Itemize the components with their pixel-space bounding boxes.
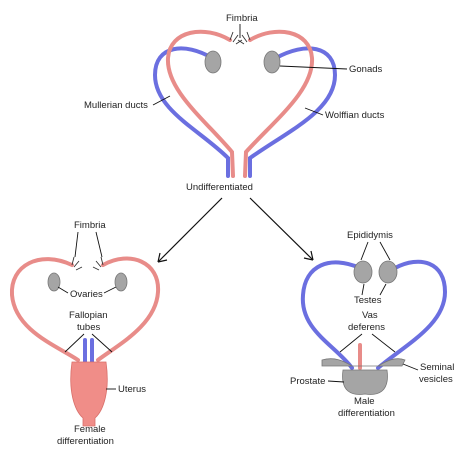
testis-right bbox=[378, 260, 398, 284]
female-labels: Fimbria Ovaries Fallopian tubes Uterus F… bbox=[57, 220, 146, 447]
fimbria-top bbox=[229, 31, 251, 45]
male-structures bbox=[300, 259, 448, 395]
gonad-right bbox=[263, 50, 281, 74]
vas-deferens-right bbox=[376, 259, 448, 370]
label-vas-line1: Vas bbox=[362, 310, 378, 321]
label-testes: Testes bbox=[354, 295, 382, 306]
wolffian-duct-left bbox=[152, 46, 230, 178]
gonad-left bbox=[204, 50, 222, 74]
female-structures bbox=[9, 256, 161, 427]
label-fimbria-top: Fimbria bbox=[226, 13, 258, 24]
mullerian-duct-left bbox=[165, 29, 235, 178]
label-fimbria-female: Fimbria bbox=[74, 220, 106, 231]
label-ovaries: Ovaries bbox=[70, 289, 103, 300]
differentiation-arrows bbox=[157, 197, 314, 263]
fallopian-tube-left bbox=[9, 257, 80, 362]
label-fallopian-line1: Fallopian bbox=[69, 310, 108, 321]
label-gonads: Gonads bbox=[349, 64, 383, 75]
seminal-vesicles bbox=[321, 358, 406, 367]
caption-female-line1: Female bbox=[74, 424, 106, 435]
arrow-to-female bbox=[157, 197, 223, 263]
ovary-right bbox=[114, 272, 128, 292]
fallopian-tube-right bbox=[96, 256, 161, 362]
label-mullerian-ducts: Mullerian ducts bbox=[84, 100, 148, 111]
caption-male-line1: Male bbox=[354, 396, 375, 407]
prostate bbox=[342, 369, 388, 395]
label-epididymis: Epididymis bbox=[347, 230, 393, 241]
label-fallopian-line2: tubes bbox=[77, 322, 100, 333]
male-labels: Epididymis Testes Vas deferens Seminal v… bbox=[290, 230, 454, 419]
mullerian-duct-right bbox=[243, 29, 315, 178]
label-undifferentiated: Undifferentiated bbox=[186, 182, 253, 193]
ovary-left bbox=[47, 272, 61, 292]
fimbria-female bbox=[71, 256, 104, 271]
label-seminal-line2: vesicles bbox=[419, 374, 453, 385]
uterus bbox=[70, 361, 108, 427]
label-prostate: Prostate bbox=[290, 376, 325, 387]
caption-male-line2: differentiation bbox=[338, 408, 395, 419]
arrow-to-male bbox=[249, 197, 314, 261]
label-wolffian-ducts: Wolffian ducts bbox=[325, 110, 385, 121]
label-seminal-line1: Seminal bbox=[420, 362, 454, 373]
caption-female-line2: differentiation bbox=[57, 436, 114, 447]
undifferentiated-labels: Fimbria Gonads Mullerian ducts Wolffian … bbox=[84, 13, 385, 193]
label-uterus: Uterus bbox=[118, 384, 146, 395]
testis-left bbox=[353, 260, 373, 284]
undifferentiated-ducts bbox=[152, 29, 338, 178]
vas-deferens-left bbox=[300, 260, 362, 370]
wolffian-duct-right bbox=[248, 46, 338, 178]
label-vas-line2: deferens bbox=[348, 322, 385, 333]
